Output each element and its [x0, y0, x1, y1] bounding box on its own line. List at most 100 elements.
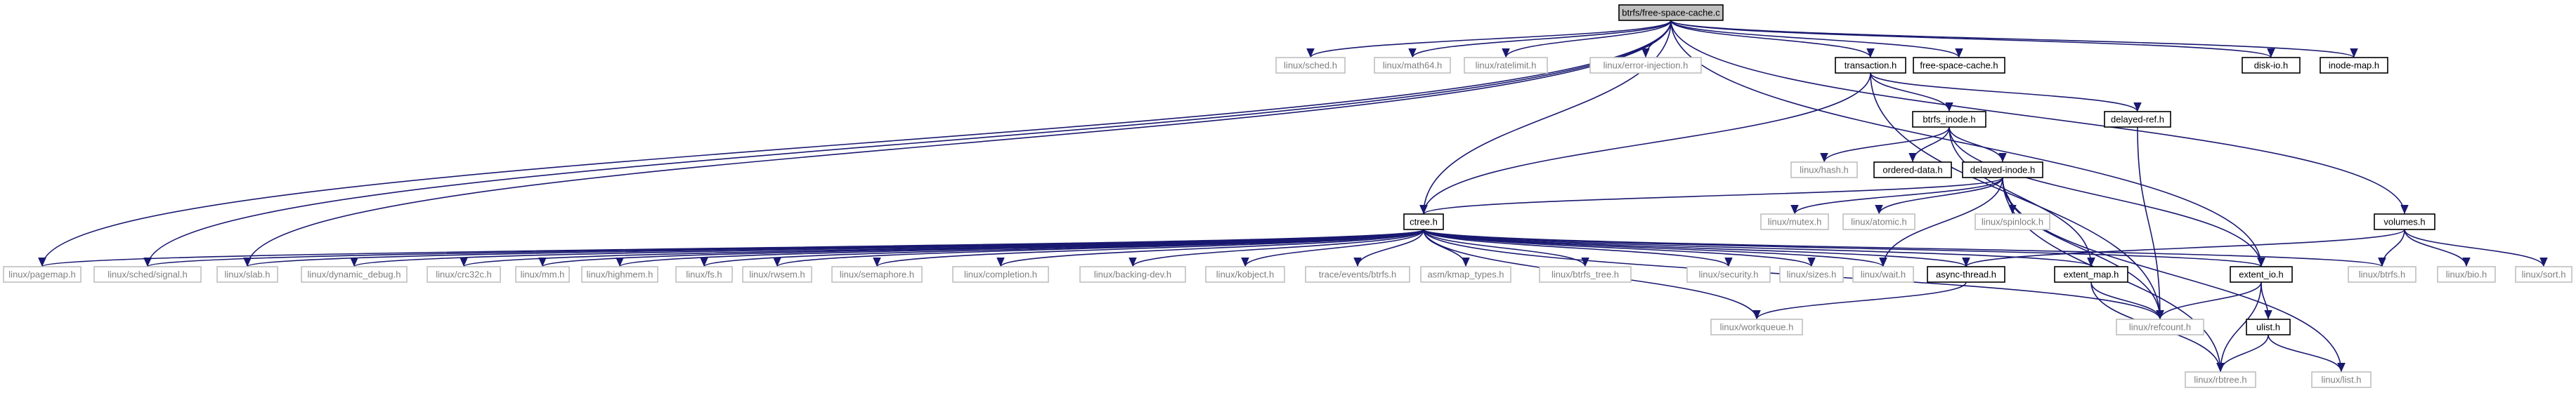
- edge-root-to-extentio: [1670, 20, 2265, 267]
- node-workqueue: linux/workqueue.h: [1710, 319, 1803, 335]
- node-fscache[interactable]: free-space-cache.h: [1913, 57, 2005, 74]
- node-inodemap[interactable]: inode-map.h: [2320, 57, 2388, 74]
- node-ulist[interactable]: ulist.h: [2246, 319, 2291, 335]
- node-label: linux/semaphore.h: [840, 269, 914, 280]
- node-errinj: linux/error-injection.h: [1589, 57, 1702, 74]
- edge-ctree-to-security: [1423, 229, 1733, 267]
- node-label: linux/sort.h: [2522, 269, 2566, 280]
- node-box: [1835, 57, 1906, 74]
- node-label: disk-io.h: [2254, 60, 2288, 71]
- node-box: [2437, 266, 2496, 283]
- node-security: linux/security.h: [1686, 266, 1771, 283]
- node-label: linux/bio.h: [2446, 269, 2487, 280]
- node-label: ulist.h: [2256, 322, 2280, 333]
- node-box: [1779, 266, 1844, 283]
- node-box: [1962, 161, 2043, 178]
- node-label: linux/sched/signal.h: [108, 269, 187, 280]
- node-label: linux/ratelimit.h: [1476, 60, 1537, 71]
- edge-root-to-inodemap: [1670, 20, 2358, 58]
- edge-asyncthread-to-workqueue: [1752, 281, 1967, 320]
- node-asyncthread[interactable]: async-thread.h: [1927, 266, 2005, 283]
- node-delayedinode[interactable]: delayed-inode.h: [1962, 161, 2043, 178]
- node-btrfs_inode[interactable]: btrfs_inode.h: [1912, 111, 1986, 128]
- node-label: linux/highmem.h: [587, 269, 653, 280]
- node-box: [2348, 266, 2416, 283]
- edge-delayedinode-to-atomic: [1875, 177, 2003, 215]
- node-box: [1539, 266, 1632, 283]
- node-label: delayed-inode.h: [1970, 165, 2036, 175]
- node-transaction[interactable]: transaction.h: [1835, 57, 1906, 74]
- node-label: linux/hash.h: [1800, 165, 1848, 175]
- node-box: [2311, 371, 2372, 388]
- node-label: linux/error-injection.h: [1604, 60, 1689, 71]
- node-slab: linux/slab.h: [216, 266, 278, 283]
- edge-volumes-to-bio: [2404, 229, 2471, 267]
- node-box: [1305, 266, 1410, 283]
- edge-btrfs_inode-to-delayedinode: [1949, 126, 2007, 163]
- node-refcount: linux/refcount.h: [2116, 319, 2204, 335]
- node-delayedref[interactable]: delayed-ref.h: [2104, 111, 2171, 128]
- node-box: [742, 266, 812, 283]
- node-dyndebug: linux/dynamic_debug.h: [301, 266, 408, 283]
- edge-ctree-to-extentmap: [1423, 229, 2095, 267]
- node-label: linux/slab.h: [224, 269, 270, 280]
- node-box: [1079, 266, 1186, 283]
- edge-root-to-math64: [1408, 20, 1672, 58]
- edge-root-to-transaction: [1670, 20, 1875, 58]
- node-box: [93, 266, 202, 283]
- edge-ctree-to-completion: [996, 229, 1424, 267]
- node-ctree[interactable]: ctree.h: [1403, 213, 1444, 230]
- edge-delayedinode-to-refcount: [2002, 177, 2164, 320]
- node-semaphore: linux/semaphore.h: [831, 266, 923, 283]
- edge-root-to-schedsignal: [143, 20, 1672, 267]
- node-root[interactable]: btrfs/free-space-cache.c: [1618, 4, 1724, 21]
- edge-transaction-to-refcount: [1870, 72, 2164, 320]
- node-box: [2242, 57, 2301, 74]
- node-box: [675, 266, 733, 283]
- edge-ctree-to-kobject: [1241, 229, 1424, 267]
- edge-ctree-to-rwsem: [773, 229, 1424, 267]
- node-ordereddata[interactable]: ordered-data.h: [1873, 161, 1952, 178]
- node-label: linux/refcount.h: [2129, 322, 2191, 333]
- node-label: linux/workqueue.h: [1720, 322, 1794, 333]
- node-label: linux/math64.h: [1383, 60, 1443, 71]
- node-math64: linux/math64.h: [1374, 57, 1451, 74]
- node-wait: linux/wait.h: [1852, 266, 1914, 283]
- node-box: [1403, 213, 1444, 230]
- node-label: extent_io.h: [2239, 269, 2284, 280]
- node-label: linux/crc32c.h: [436, 269, 491, 280]
- node-extentio[interactable]: extent_io.h: [2230, 266, 2293, 283]
- node-box: [1842, 213, 1915, 230]
- node-box: [952, 266, 1049, 283]
- node-volumes[interactable]: volumes.h: [2374, 213, 2435, 230]
- node-box: [2320, 57, 2388, 74]
- edge-volumes-to-linuxbtrfs: [2378, 229, 2405, 267]
- node-hash: linux/hash.h: [1790, 161, 1858, 178]
- node-label: linux/sizes.h: [1787, 269, 1837, 280]
- node-box: [1790, 161, 1858, 178]
- edge-root-to-diskio: [1670, 20, 2275, 58]
- node-extentmap[interactable]: extent_map.h: [2054, 266, 2128, 283]
- node-box: [831, 266, 923, 283]
- edge-volumes-to-asyncthread: [1962, 229, 2405, 267]
- node-btrfstree: linux/btrfs_tree.h: [1539, 266, 1632, 283]
- node-label: trace/events/btrfs.h: [1319, 269, 1397, 280]
- edge-extentmap-to-refcount: [2090, 281, 2164, 320]
- node-linuxbtrfs: linux/btrfs.h: [2348, 266, 2416, 283]
- node-box: [2246, 319, 2291, 335]
- node-box: [515, 266, 570, 283]
- node-box: [2116, 319, 2204, 335]
- node-box: [2230, 266, 2293, 283]
- edge-ctree-to-mm: [538, 229, 1424, 267]
- node-box: [1275, 57, 1346, 74]
- node-label: linux/btrfs.h: [2359, 269, 2405, 280]
- edge-btrfs_inode-to-hash: [1820, 126, 1950, 163]
- node-atomic: linux/atomic.h: [1842, 213, 1915, 230]
- edge-ctree-to-sizes: [1423, 229, 1816, 267]
- node-diskio[interactable]: disk-io.h: [2242, 57, 2301, 74]
- edge-ctree-to-linuxbtrfs: [1423, 229, 2386, 267]
- edge-transaction-to-delayedref: [1870, 72, 2142, 112]
- edge-ctree-to-dyndebug: [350, 229, 1424, 267]
- node-box: [1873, 161, 1952, 178]
